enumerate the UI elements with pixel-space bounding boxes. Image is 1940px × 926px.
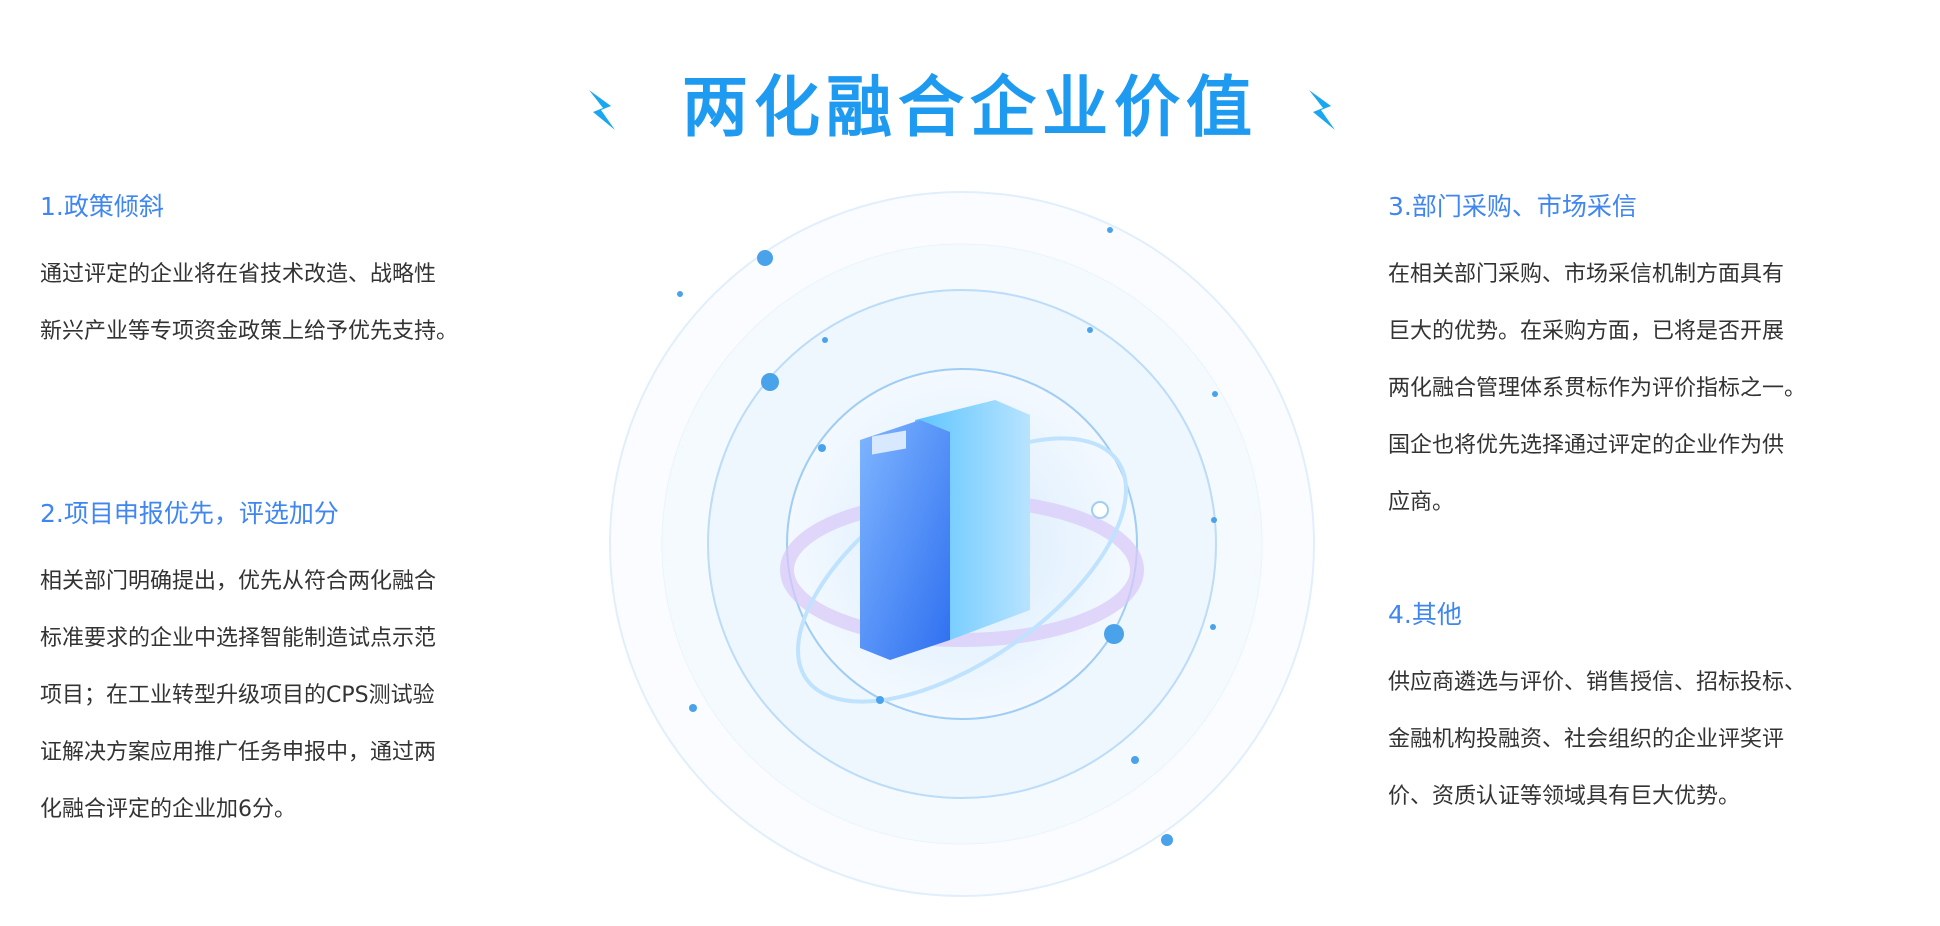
section-policy: 1.政策倾斜 通过评定的企业将在省技术改造、战略性 新兴产业等专项资金政策上给予…	[40, 190, 560, 360]
body-line: 两化融合管理体系贯标作为评价指标之一。	[1388, 376, 1807, 401]
body-line: 相关部门明确提出，优先从符合两化融合	[40, 569, 437, 594]
body-line: 证解决方案应用推广任务申报中，通过两	[40, 740, 437, 765]
body-line: 应商。	[1388, 490, 1455, 515]
section-body: 供应商遴选与评价、销售授信、招标投标、 金融机构投融资、社会组织的企业评奖评 价…	[1388, 654, 1908, 825]
body-line: 价、资质认证等领域具有巨大优势。	[1388, 784, 1741, 809]
section-heading: 3.部门采购、市场采信	[1388, 192, 1637, 221]
body-line: 金融机构投融资、社会组织的企业评奖评	[1388, 727, 1785, 752]
section-heading: 1.政策倾斜	[40, 192, 164, 221]
body-line: 通过评定的企业将在省技术改造、战略性	[40, 262, 437, 287]
body-line: 巨大的优势。在采购方面，已将是否开展	[1388, 319, 1785, 344]
body-line: 化融合评定的企业加6分。	[40, 797, 296, 822]
section-body: 通过评定的企业将在省技术改造、战略性 新兴产业等专项资金政策上给予优先支持。	[40, 246, 560, 360]
dots	[677, 227, 1218, 846]
body-line: 新兴产业等专项资金政策上给予优先支持。	[40, 319, 459, 344]
section-procurement: 3.部门采购、市场采信 在相关部门采购、市场采信机制方面具有 巨大的优势。在采购…	[1388, 190, 1908, 531]
lightning-right-icon	[1309, 90, 1335, 130]
body-line: 标准要求的企业中选择智能制造试点示范	[40, 626, 437, 651]
page-title: 两化融合企业价值	[682, 69, 1258, 146]
book-front	[860, 420, 950, 660]
section-body: 在相关部门采购、市场采信机制方面具有 巨大的优势。在采购方面，已将是否开展 两化…	[1388, 246, 1908, 531]
body-line: 供应商遴选与评价、销售授信、招标投标、	[1388, 670, 1807, 695]
body-line: 项目；在工业转型升级项目的CPS测试验	[40, 683, 435, 708]
section-heading: 4.其他	[1388, 600, 1462, 629]
section-project: 2.项目申报优先，评选加分 相关部门明确提出，优先从符合两化融合 标准要求的企业…	[40, 497, 560, 838]
body-line: 国企也将优先选择通过评定的企业作为供	[1388, 433, 1785, 458]
body-line: 在相关部门采购、市场采信机制方面具有	[1388, 262, 1785, 287]
section-body: 相关部门明确提出，优先从符合两化融合 标准要求的企业中选择智能制造试点示范 项目…	[40, 553, 560, 838]
center-illustration	[609, 191, 1315, 897]
section-other: 4.其他 供应商遴选与评价、销售授信、招标投标、 金融机构投融资、社会组织的企业…	[1388, 598, 1908, 825]
section-heading: 2.项目申报优先，评选加分	[40, 499, 339, 528]
